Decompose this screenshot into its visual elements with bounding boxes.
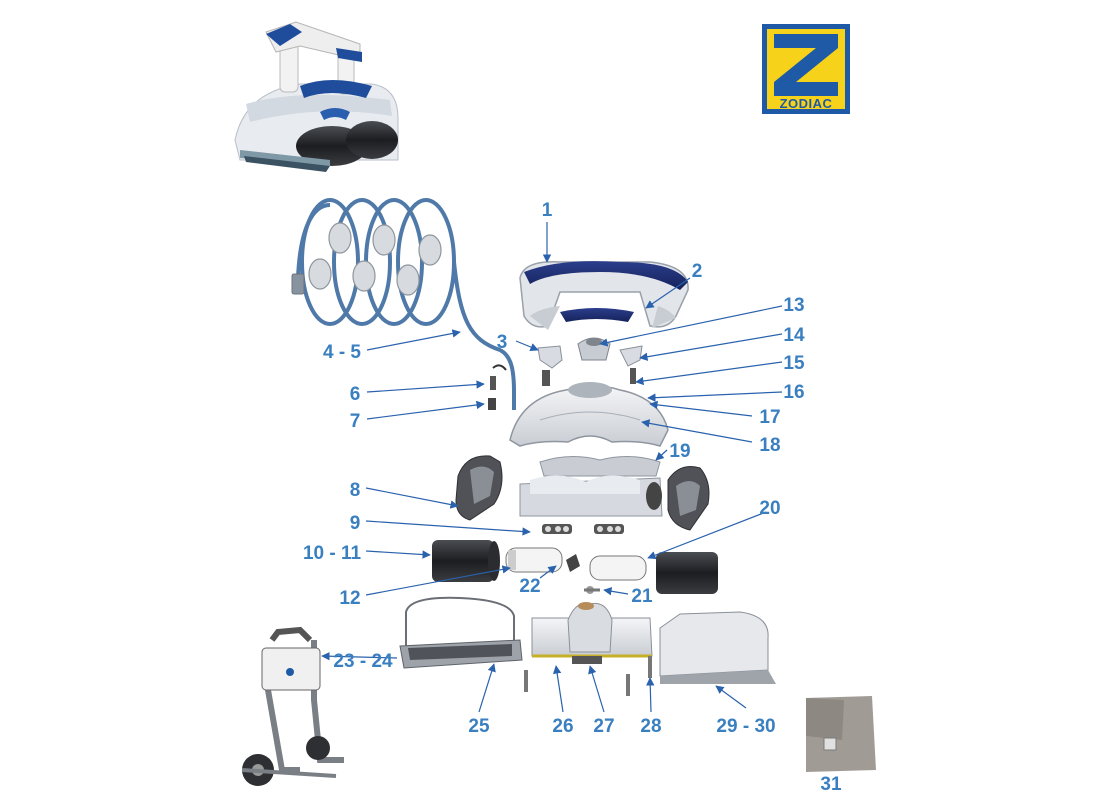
part-label-31: 31 <box>820 774 842 795</box>
part-label-7: 7 <box>350 411 361 432</box>
top-small-parts <box>537 337 643 386</box>
part-label-9: 9 <box>350 513 361 534</box>
part-label-12: 12 <box>339 588 360 609</box>
part-label-19: 19 <box>669 441 690 462</box>
part-label-10-11: 10 - 11 <box>303 543 362 564</box>
part-label-21: 21 <box>631 586 653 607</box>
part-label-2: 2 <box>692 261 703 282</box>
logo-text: ZODIAC <box>780 96 833 111</box>
upper-shell <box>509 382 669 447</box>
side-panel-left <box>455 455 503 521</box>
leader-lines <box>321 222 783 713</box>
part-label-26: 26 <box>552 716 573 737</box>
part-label-6: 6 <box>350 384 361 405</box>
part-label-17: 17 <box>759 407 780 428</box>
part-label-29-30: 29 - 30 <box>716 716 775 737</box>
part-label-25: 25 <box>468 716 490 737</box>
part-label-20: 20 <box>759 498 780 519</box>
part-label-1: 1 <box>542 200 553 221</box>
part-label-22: 22 <box>519 576 540 597</box>
small-parts-21-22 <box>566 554 600 594</box>
part-label-8: 8 <box>350 480 361 501</box>
part-label-16: 16 <box>783 382 804 403</box>
part-label-27: 27 <box>593 716 614 737</box>
part-label-13: 13 <box>783 295 804 316</box>
part-label-15: 15 <box>783 353 805 374</box>
filter-25 <box>399 596 523 669</box>
part-label-3: 3 <box>497 332 508 353</box>
robot-cleaner-photo <box>234 21 399 172</box>
handle-part <box>519 261 689 330</box>
screws-28 <box>524 656 652 696</box>
roller-20 <box>589 555 647 581</box>
part-labels: 1 2 3 4 - 5 6 7 8 9 10 - 11 12 13 14 15 … <box>303 200 842 795</box>
floating-cable <box>291 198 516 410</box>
chassis <box>519 456 663 517</box>
part-label-23-24: 23 - 24 <box>333 651 393 672</box>
filter-29-30 <box>659 611 776 684</box>
storage-bag <box>806 696 876 772</box>
base-26-27 <box>531 602 653 664</box>
brush-right <box>656 552 718 594</box>
caddy-cart <box>241 626 344 786</box>
part-label-4-5: 4 - 5 <box>323 342 361 363</box>
part-label-14: 14 <box>783 325 805 346</box>
zodiac-logo: ZODIAC <box>762 24 850 114</box>
cable-clips <box>488 364 507 410</box>
part-label-18: 18 <box>759 435 780 456</box>
side-panel-right <box>667 466 710 531</box>
small-parts-9 <box>542 524 624 534</box>
part-label-28: 28 <box>640 716 661 737</box>
